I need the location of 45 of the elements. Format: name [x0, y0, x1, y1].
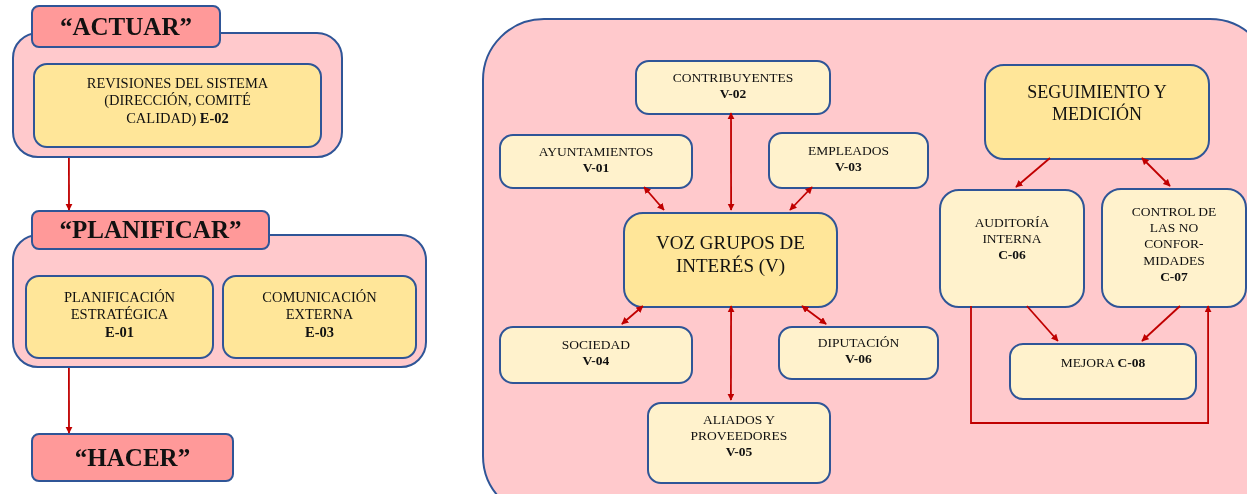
node-label: REVISIONES DEL SISTEMA (DIRECCIÓN, COMITÉ CALIDAD) E-02 — [85, 75, 270, 128]
node-label: PLANIFICACIÓN ESTRATÉGICA E-01 — [62, 289, 177, 342]
arrow — [1015, 157, 1051, 188]
arrow — [1141, 305, 1181, 342]
arrow — [801, 305, 827, 325]
process-box — [222, 275, 417, 359]
node-label: SEGUIMIENTO Y MEDICIÓN — [1026, 82, 1168, 126]
process-box — [984, 64, 1210, 160]
stakeholder-box — [635, 60, 831, 115]
stage-tab: “HACER” — [31, 433, 234, 482]
process-box — [33, 63, 322, 148]
arrow — [1141, 157, 1171, 187]
node-label: CONTRIBUYENTES V-02 — [672, 70, 794, 103]
arrow — [65, 157, 73, 211]
stage-tab: “ACTUAR” — [31, 5, 221, 48]
node-label: DIPUTACIÓN V-06 — [817, 335, 900, 368]
stakeholder-box — [778, 326, 939, 380]
node-label: VOZ GRUPOS DE INTERÉS (V) — [655, 232, 806, 278]
group-panel — [482, 18, 1247, 494]
arrow — [643, 186, 665, 211]
arrow — [1026, 305, 1059, 342]
node-label: AUDITORÍA INTERNA C-06 — [973, 215, 1051, 264]
node-label: SOCIEDAD V-04 — [561, 337, 631, 370]
arrow — [727, 305, 735, 401]
arrow — [970, 305, 1212, 424]
node-label: EMPLEADOS V-03 — [808, 143, 889, 176]
stakeholder-box — [499, 134, 693, 189]
stakeholder-box — [939, 189, 1085, 308]
process-box — [623, 212, 838, 308]
stakeholder-box — [1101, 188, 1247, 308]
stakeholder-box — [768, 132, 929, 189]
arrow — [65, 367, 73, 434]
process-box — [25, 275, 214, 359]
arrow — [789, 186, 813, 211]
arrow — [727, 112, 735, 211]
stage-tab: “PLANIFICAR” — [31, 210, 270, 250]
node-label: COMUNICACIÓN EXTERNA E-03 — [261, 289, 378, 342]
node-label: AYUNTAMIENTOS V-01 — [538, 144, 654, 177]
node-label: MEJORA C-08 — [1060, 355, 1146, 372]
stakeholder-box — [647, 402, 831, 484]
node-label: ALIADOS Y PROVEEDORES V-05 — [689, 412, 789, 461]
stakeholder-box — [1009, 343, 1197, 400]
node-label: CONTROL DE LAS NO CONFOR- MIDADES C-07 — [1130, 204, 1218, 285]
stakeholder-box — [499, 326, 693, 384]
arrow — [621, 305, 644, 325]
